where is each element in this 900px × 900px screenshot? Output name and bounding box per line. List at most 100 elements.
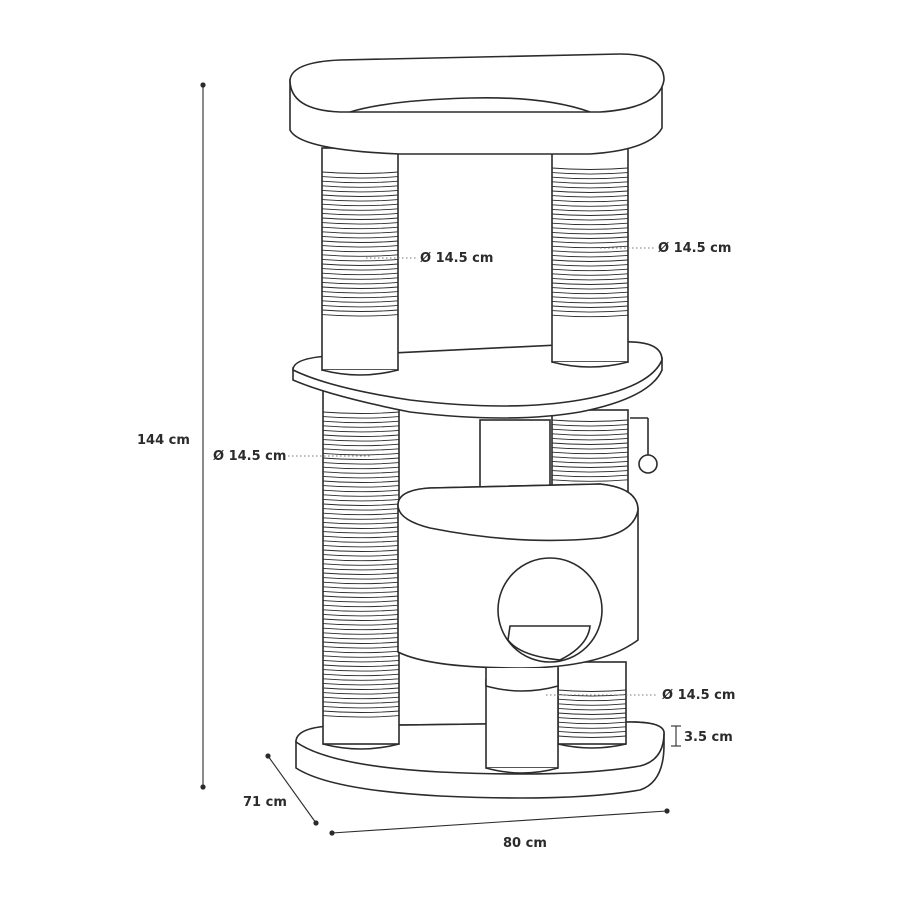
rope-stripe	[322, 590, 400, 594]
rope-stripe	[551, 241, 629, 244]
rope-stripe	[321, 249, 399, 253]
rope-stripe	[551, 428, 629, 432]
rope-stripe	[321, 176, 399, 179]
rope-stripe	[551, 195, 629, 198]
rope-stripe	[322, 563, 400, 566]
rope-stripe	[322, 498, 400, 502]
rope-stripe	[322, 411, 400, 414]
rope-stripe	[551, 424, 629, 427]
diameter-callout-bottom-right: Ø 14.5 cm	[546, 688, 735, 703]
rope-stripe	[322, 466, 400, 470]
post-left-tall	[322, 389, 400, 750]
rope-stripe	[322, 600, 400, 603]
rope-stripe	[321, 185, 399, 188]
rope-stripe	[322, 554, 400, 557]
rope-stripe	[322, 604, 400, 608]
rope-stripe	[551, 273, 629, 276]
rope-stripe	[322, 544, 400, 548]
rope-stripe	[551, 442, 629, 445]
rope-stripe	[551, 433, 629, 436]
rope-stripe	[322, 659, 400, 663]
rope-stripe	[322, 595, 400, 598]
rope-stripe	[551, 287, 629, 290]
rope-stripe	[551, 437, 629, 441]
rope-stripe	[557, 694, 627, 697]
post-top-left	[321, 147, 399, 376]
rope-stripe	[322, 480, 400, 483]
rope-stripe	[321, 277, 399, 280]
rope-stripe	[321, 300, 399, 303]
diameter-callout-top-right: Ø 14.5 cm	[600, 241, 731, 256]
rope-stripe	[551, 291, 629, 295]
rope-stripe	[322, 682, 400, 686]
rope-stripe	[322, 715, 400, 718]
post-front-center-lower	[485, 679, 559, 774]
rope-stripe	[551, 250, 629, 253]
rope-stripe	[322, 646, 400, 649]
rope-stripe	[322, 664, 400, 667]
rope-stripe	[321, 254, 399, 257]
rope-stripe	[321, 304, 399, 308]
top-bed	[289, 53, 665, 155]
base-thickness-label: 3.5 cm	[684, 730, 733, 745]
height-dimension: 144 cm	[137, 82, 206, 790]
depth-dimension: 71 cm	[243, 753, 319, 826]
rope-stripe	[322, 710, 400, 713]
rope-stripe	[322, 540, 400, 543]
rope-stripe	[551, 176, 629, 180]
house-entrance	[497, 557, 603, 663]
rope-stripe	[551, 199, 629, 203]
rope-stripe	[557, 703, 627, 706]
rope-stripe	[551, 314, 629, 318]
rope-stripe	[322, 613, 400, 617]
rope-stripe	[321, 240, 399, 243]
rope-stripe	[557, 721, 627, 725]
rope-stripe	[322, 581, 400, 585]
rope-stripe	[322, 678, 400, 681]
rope-stripe	[322, 512, 400, 516]
diameter-callout-top-left: Ø 14.5 cm	[366, 251, 493, 266]
rope-stripe	[322, 457, 400, 460]
rope-stripe	[557, 689, 627, 692]
rope-stripe	[551, 245, 629, 249]
rope-stripe	[551, 204, 629, 207]
rope-stripe	[322, 494, 400, 497]
rope-stripe	[551, 296, 629, 299]
rope-stripe	[557, 698, 627, 702]
post-back-right-lower	[557, 661, 627, 749]
rope-stripe	[551, 465, 629, 468]
rope-stripe	[557, 735, 627, 738]
rope-stripe	[551, 254, 629, 258]
rope-stripe	[322, 673, 400, 677]
post-top-right	[551, 147, 629, 368]
rope-stripe	[321, 189, 399, 193]
rope-stripe	[321, 180, 399, 184]
rope-stripe	[551, 277, 629, 281]
rope-stripe	[551, 213, 629, 216]
diameter-top-left-label: Ø 14.5 cm	[420, 251, 493, 266]
rope-stripe	[551, 227, 629, 230]
rope-stripe	[322, 471, 400, 474]
rope-stripe	[551, 264, 629, 267]
rope-stripe	[322, 434, 400, 437]
diameter-top-right-label: Ø 14.5 cm	[658, 241, 731, 256]
rope-stripe	[321, 272, 399, 276]
rope-stripe	[321, 291, 399, 294]
rope-stripe	[322, 485, 400, 488]
rope-stripe	[322, 641, 400, 644]
rope-stripe	[321, 199, 399, 202]
rope-stripe	[322, 609, 400, 612]
rope-stripe	[322, 508, 400, 511]
rope-stripe	[557, 726, 627, 729]
rope-stripe	[551, 185, 629, 189]
rope-stripe	[321, 281, 399, 285]
rope-stripe	[322, 503, 400, 506]
rope-stripe	[321, 226, 399, 230]
rope-stripe	[321, 309, 399, 312]
diameter-bottom-right-label: Ø 14.5 cm	[662, 688, 735, 703]
rope-stripe	[551, 460, 629, 464]
rope-stripe	[322, 531, 400, 534]
rope-stripe	[322, 567, 400, 571]
rope-stripe	[322, 521, 400, 525]
